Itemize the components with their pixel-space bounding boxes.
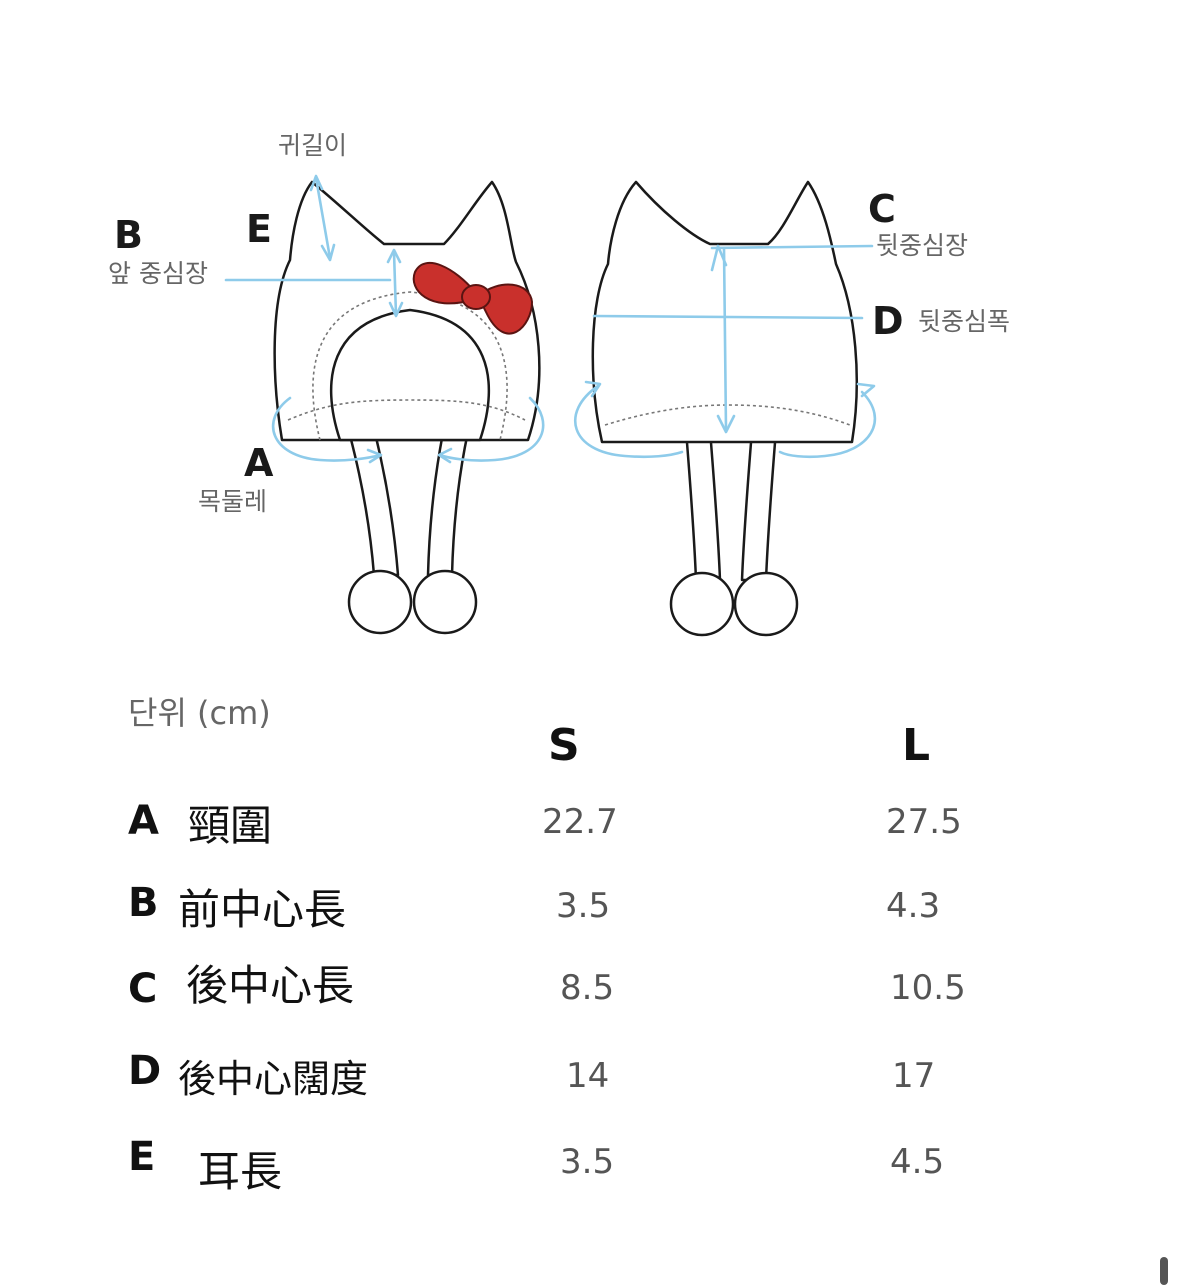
row-name: 前中心長 [178, 885, 347, 934]
front-pompom-right [412, 569, 478, 635]
back-circumference-right-arc [778, 390, 877, 459]
back-center-line [722, 246, 728, 432]
size-diagram: 귀길이 B E 앞 중심장 A 목둘레 C 뒷중심장 D 뒷중심폭 [108, 131, 1010, 637]
front-center-label: 앞 중심장 [108, 259, 208, 288]
neck-arrow-left [366, 448, 383, 464]
table-row: C 後中心長 8.5 10.5 [0, 952, 1179, 1012]
row-name: 後中心長 [186, 961, 355, 1010]
back-arc-arrow-left [584, 380, 602, 398]
row-letter: A [128, 798, 159, 844]
ear-length-label: 귀길이 [278, 131, 347, 160]
bow-left-wing [412, 261, 477, 305]
row-letter: C [128, 966, 158, 1012]
front-bow [412, 261, 534, 335]
scroll-indicator[interactable] [1160, 1257, 1168, 1285]
table-row: A 頸圍 22.7 27.5 [0, 790, 1179, 850]
row-name: 後中心闊度 [178, 1057, 369, 1101]
table-row: E 耳長 3.5 4.5 [0, 1128, 1179, 1196]
back-stitch-hem [604, 404, 851, 426]
neck-circumference-left-arc [272, 396, 382, 462]
row-value-s: 8.5 [560, 968, 615, 1008]
row-letter: D [128, 1048, 162, 1094]
row-name: 耳長 [198, 1147, 283, 1196]
back-pompom-right [733, 571, 799, 637]
ear-length-arrow-bottom [320, 243, 336, 262]
front-center-vertical [392, 250, 398, 317]
back-hat-illustration [573, 180, 877, 637]
back-string-left [684, 428, 722, 582]
row-value-l: 10.5 [890, 968, 966, 1008]
back-center-arrow-bottom [716, 414, 736, 434]
back-circumference-left-arc [573, 384, 684, 459]
bow-right-wing [476, 283, 534, 335]
ear-letter: E [246, 207, 272, 251]
size-header-s: S [548, 720, 580, 771]
back-width-letter: D [872, 299, 904, 343]
row-value-l: 17 [892, 1056, 936, 1096]
ear-length-line [314, 176, 332, 260]
neck-letter: A [244, 441, 274, 485]
size-table: 단위 (cm) S L A 頸圍 22.7 27.5 B 前中心長 3.5 4.… [0, 660, 1179, 1285]
row-name: 頸圍 [188, 801, 273, 850]
bow-knot [461, 284, 491, 310]
row-value-s: 22.7 [542, 802, 618, 842]
front-stitch-inner [312, 291, 508, 441]
back-center-arrow-top [710, 244, 728, 272]
back-pompom-left [669, 571, 735, 637]
neck-arrow-right [437, 447, 453, 464]
front-stitch-hem [287, 399, 526, 421]
front-face-opening [329, 308, 491, 442]
front-center-arrow-top [386, 248, 402, 264]
ear-length-arrow-top [309, 174, 324, 192]
front-center-arrow-bottom [388, 301, 404, 318]
table-row: D 後中心闊度 14 17 [0, 1042, 1179, 1102]
row-value-s: 3.5 [560, 1142, 615, 1182]
back-center-letter: C [868, 187, 896, 231]
unit-label: 단위 (cm) [128, 694, 271, 732]
back-width-label: 뒷중심폭 [918, 307, 1010, 336]
row-value-s: 3.5 [556, 886, 611, 926]
front-center-letter: B [114, 213, 143, 257]
back-string-right [740, 428, 778, 582]
back-arc-arrow-right [856, 382, 876, 398]
row-letter: B [128, 880, 159, 926]
row-value-l: 4.3 [886, 886, 941, 926]
back-width-line [592, 314, 864, 320]
row-value-l: 27.5 [886, 802, 962, 842]
neck-label: 목둘레 [198, 487, 267, 516]
row-value-s: 14 [566, 1056, 610, 1096]
row-letter: E [128, 1134, 156, 1180]
table-row: B 前中心長 3.5 4.3 [0, 872, 1179, 934]
back-center-label: 뒷중심장 [876, 231, 968, 260]
front-hat-illustration [224, 174, 545, 635]
neck-circumference-right-arc [438, 396, 545, 462]
back-center-horizontal [710, 244, 874, 250]
front-pompom-left [347, 569, 413, 635]
size-header-l: L [902, 720, 931, 771]
row-value-l: 4.5 [890, 1142, 945, 1182]
